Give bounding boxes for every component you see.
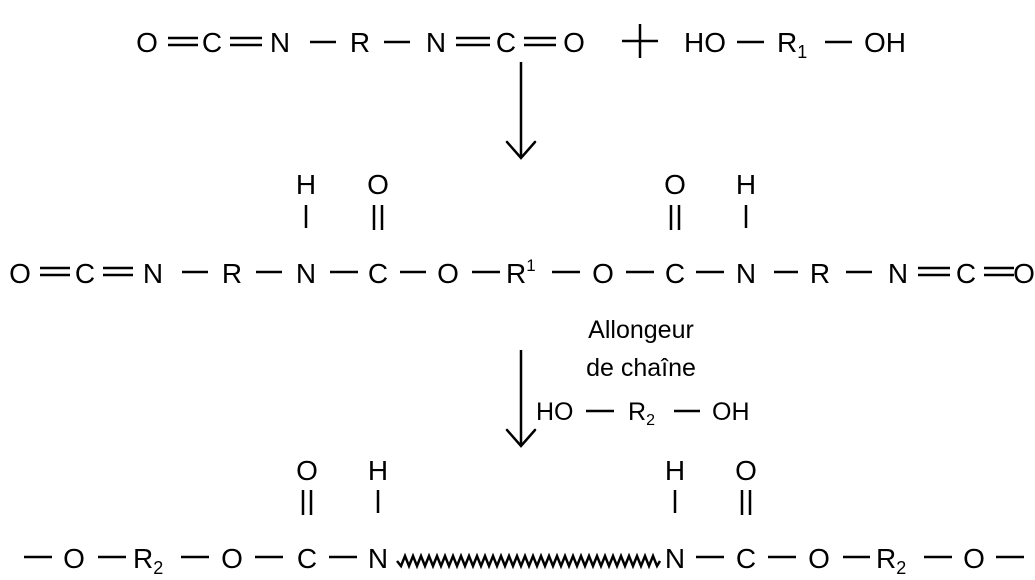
double-bond <box>301 490 313 515</box>
plus-sign <box>622 24 658 58</box>
chain-extender-label-line2: de chaîne <box>586 354 696 382</box>
double-bond <box>456 36 490 47</box>
atom-n: N <box>665 543 685 574</box>
atom-n: N <box>143 258 163 289</box>
atom-c: C <box>956 258 976 289</box>
atom-r2: R2 <box>628 398 655 429</box>
atom-ho: HO <box>684 27 726 58</box>
atom-c: C <box>736 543 756 574</box>
reactant-diol: HO R1 OH <box>684 27 906 62</box>
atom-h: H <box>296 169 316 200</box>
atom-o: O <box>1013 258 1035 289</box>
double-bond <box>740 490 752 515</box>
double-bond <box>524 36 556 47</box>
double-bond <box>984 266 1014 277</box>
atom-o: O <box>664 169 686 200</box>
atom-oh: OH <box>712 398 750 426</box>
atom-r2: R2 <box>876 543 906 578</box>
atom-h: H <box>736 169 756 200</box>
atom-c: C <box>496 27 516 58</box>
atom-r1: R1 <box>506 256 536 289</box>
atom-h: H <box>368 455 388 486</box>
double-bond <box>372 205 384 230</box>
atom-n: N <box>270 27 290 58</box>
atom-c: C <box>297 543 317 574</box>
chain-extender-formula: HO R2 OH <box>536 398 750 429</box>
atom-o: O <box>437 258 459 289</box>
atom-r: R <box>222 258 242 289</box>
atom-ho: HO <box>536 398 574 426</box>
double-bond <box>168 36 198 47</box>
atom-o: O <box>9 258 31 289</box>
atom-n: N <box>736 258 756 289</box>
atom-r: R <box>810 258 830 289</box>
atom-n: N <box>368 543 388 574</box>
atom-o: O <box>367 169 389 200</box>
polyurethane-product: O R2 O O C H N H N O C O R2 O <box>24 455 1024 578</box>
atom-o: O <box>221 543 243 574</box>
atom-r: R <box>350 27 370 58</box>
reactant-diisocyanate: O C N R N C O <box>136 27 585 58</box>
reaction-arrow <box>505 350 537 448</box>
double-bond <box>103 266 133 277</box>
atom-c: C <box>368 258 388 289</box>
atom-o: O <box>963 543 985 574</box>
reaction-arrow <box>505 62 537 160</box>
atom-r1: R1 <box>777 27 807 62</box>
atom-n: N <box>426 27 446 58</box>
atom-n: N <box>888 258 908 289</box>
atom-r2: R2 <box>133 543 163 578</box>
atom-c: C <box>665 258 685 289</box>
atom-o: O <box>136 27 158 58</box>
atom-c: C <box>75 258 95 289</box>
atom-oh: OH <box>864 27 906 58</box>
double-bond <box>40 266 70 277</box>
atom-h: H <box>665 455 685 486</box>
atom-o: O <box>63 543 85 574</box>
chain-extender-label-line1: Allongeur <box>588 316 694 344</box>
double-bond <box>230 36 262 47</box>
atom-o: O <box>296 455 318 486</box>
double-bond <box>918 266 950 277</box>
atom-n: N <box>296 258 316 289</box>
atom-o: O <box>808 543 830 574</box>
polymer-chain-zigzag <box>396 552 662 570</box>
prepolymer-intermediate: O C N R H N O C O R1 O O C H N R N C <box>9 169 1035 289</box>
atom-o: O <box>735 455 757 486</box>
atom-c: C <box>202 27 222 58</box>
double-bond <box>669 205 681 230</box>
atom-o: O <box>592 258 614 289</box>
atom-o: O <box>563 27 585 58</box>
